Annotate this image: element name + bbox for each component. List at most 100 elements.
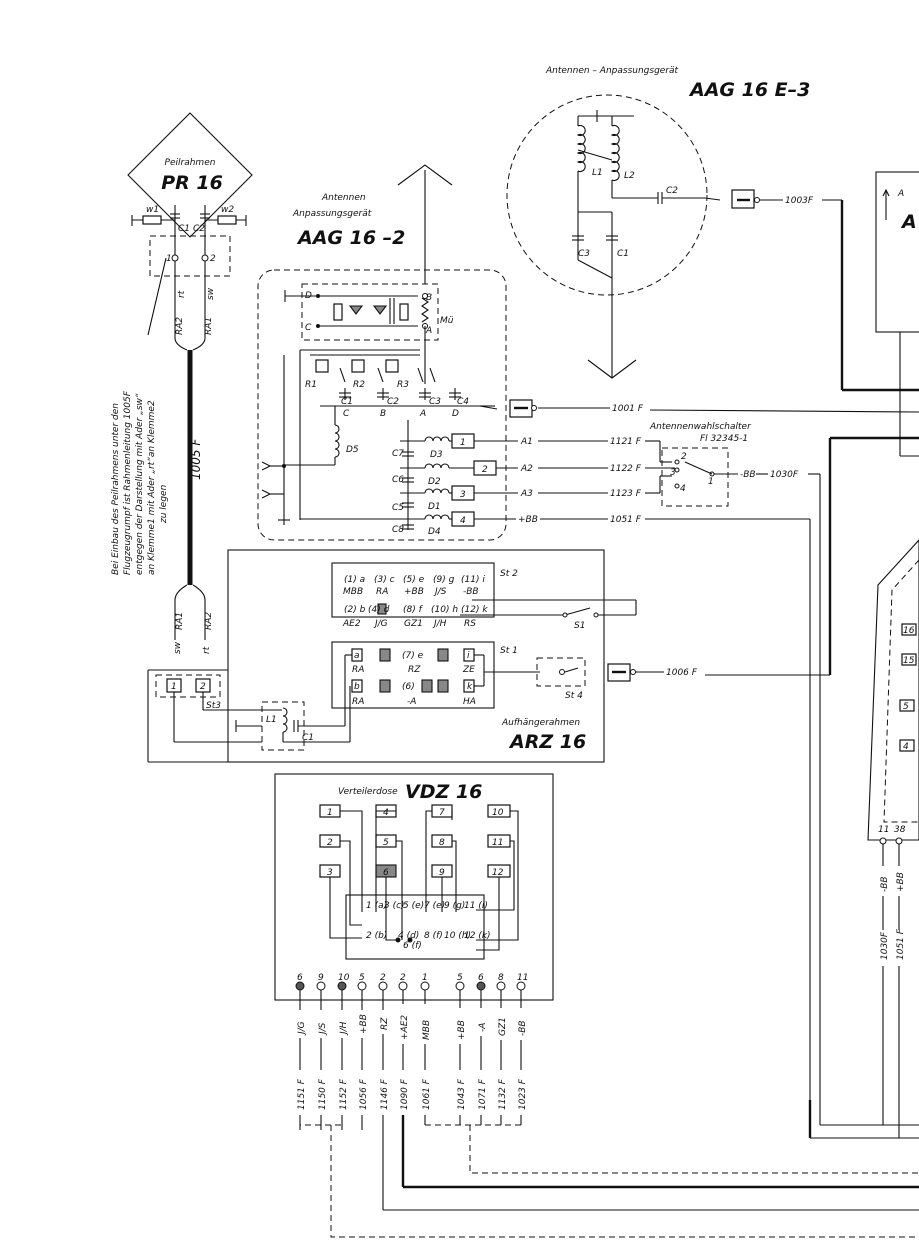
- vdz-pin-12k: 12 (k): [464, 931, 491, 941]
- vdz-out-8: 5 +BB 1043 F: [455, 973, 467, 1125]
- switch-pin-2: 2: [681, 452, 687, 462]
- meter-mg: Mü: [440, 316, 454, 326]
- st2-top-1: (1) a: [344, 575, 365, 585]
- cap-c6: C6: [392, 475, 404, 485]
- antenna-up-arrow: [397, 164, 453, 186]
- right-term-15: 15: [903, 656, 915, 666]
- vdz-out-num-11: 11: [517, 973, 528, 983]
- w2-label: w2: [221, 205, 234, 215]
- cap-c3: C3: [429, 397, 441, 407]
- vdz-out-6: 2 +AE2 1090 F: [398, 973, 410, 1187]
- vdz-out-wire-5: 1146 F: [380, 1078, 390, 1110]
- st2-bot-4: (10) h: [431, 605, 458, 615]
- st2-bot-3: (8) f: [403, 605, 424, 615]
- aag16e-3-c1: C1: [617, 249, 629, 259]
- vdz-out-num-5: 2: [380, 973, 386, 983]
- vdz-out-5: 2 RZ 1146 F: [378, 973, 390, 1210]
- pr16-c2: C2: [193, 224, 205, 234]
- switch-bb: -BB: [740, 470, 756, 480]
- st2-top-row: (1) a (3) c (5) e (9) g (11) i MBB RA +B…: [343, 575, 485, 597]
- note-line-1: Bei Einbau des Peilrahmens unter den: [111, 403, 121, 575]
- choke-d5: D5: [346, 445, 359, 455]
- arz16: St 2 (1) a (3) c (5) e (9) g (11) i MBB …: [147, 436, 919, 763]
- wire-1051f: 1051 F: [610, 515, 642, 525]
- vdz-out-num-1: 6: [297, 973, 303, 983]
- term-1: 1: [460, 438, 466, 448]
- vdz-out-wire-11: 1023 F: [518, 1078, 528, 1110]
- wire-1006f: 1006 F: [666, 668, 698, 678]
- aag16-2-caption-1: Antennen: [321, 193, 366, 203]
- right-pin-11: 11: [878, 825, 889, 835]
- st3-t1: 1: [171, 682, 177, 692]
- node-c: C: [305, 323, 312, 333]
- vdz-out-sig-6: +AE2: [400, 1015, 410, 1040]
- switch-title: Antennenwahlschalter: [649, 422, 752, 432]
- vdz16-socket-pins: 1 (a) 3 (c) 5 (e) 7 (e) 9 (g) 11 (i) 2 (…: [366, 901, 491, 951]
- st1-top-5: i: [467, 651, 470, 661]
- vdz-out-wire-7: 1061 F: [422, 1078, 432, 1110]
- st2-top-5: (11) i: [461, 575, 485, 585]
- vdz-pin-4d: 4 (d): [398, 931, 419, 941]
- aag16-2-title: AAG 16 –2: [296, 227, 405, 249]
- arz-l1: L1: [266, 715, 277, 725]
- st2-top-sub-1: MBB: [343, 587, 363, 597]
- right-unit-a-big: A: [900, 211, 917, 233]
- vdz-out-wire-9: 1071 F: [478, 1078, 488, 1110]
- vdz-out-2: 9 J/S 1150 F: [316, 973, 328, 1130]
- choke-d4: D4: [428, 527, 441, 537]
- vdz-pin-1a: 1 (a): [366, 901, 387, 911]
- aag16-2-meter-box: [301, 283, 439, 341]
- aag16e-3: Antennen – Anpassungsgerät AAG 16 E–3 L1…: [506, 66, 810, 379]
- vdz-term-9: 9: [439, 868, 445, 878]
- switch-pin-3: 3: [670, 468, 676, 478]
- cable-1005f-label: 1005 F: [189, 438, 203, 480]
- vdz-term-6: 6: [383, 868, 389, 878]
- arz-ra1: RA1: [175, 612, 185, 630]
- vdz-pin-3c: 3 (c): [384, 901, 405, 911]
- cap-c1: C1: [341, 397, 353, 407]
- right-unit-a-letter: A: [897, 189, 904, 199]
- vdz-out-num-3: 10: [338, 973, 350, 983]
- vdz-pin-9g: 9 (g): [444, 901, 465, 911]
- node-b: B: [426, 293, 432, 303]
- cap-node-b: B: [380, 409, 386, 419]
- right-wire-1051f: 1051 F: [896, 928, 906, 960]
- vdz-out-num-9: 6: [478, 973, 484, 983]
- vdz-term-8: 8: [439, 838, 445, 848]
- aag16e-3-l1: L1: [592, 168, 603, 178]
- st2-label: St 2: [500, 569, 518, 579]
- vdz16-caption: Verteilerdose: [338, 787, 398, 797]
- wire-1003f: 1003F: [785, 196, 814, 206]
- st2-connector: [331, 562, 495, 618]
- switch-out-1030f: 1030F: [770, 470, 799, 480]
- st2-top-sub-5: -BB: [463, 587, 479, 597]
- vdz-pin-2b: 2 (b): [366, 931, 387, 941]
- vdz-out-sig-4: +BB: [359, 1014, 369, 1034]
- switch-part: Fl 32345-1: [700, 434, 748, 444]
- arz16-title: ARZ 16: [508, 731, 586, 753]
- pr16-t1: 1: [166, 254, 172, 264]
- vdz16: Verteilerdose VDZ 16 1 2 3 4 5 6 7 8 9 1…: [274, 773, 554, 1001]
- coax-1001f: 1001 F: [479, 399, 919, 418]
- vdz-out-1: 6 J/G 1151 F: [295, 973, 307, 1130]
- wire-1121f: 1121 F: [610, 437, 642, 447]
- pr16-rt: rt: [177, 290, 187, 298]
- vdz-out-sig-2: J/S: [318, 1022, 328, 1036]
- vdz-out-sig-5: RZ: [380, 1017, 390, 1030]
- st3-label: St3: [206, 701, 221, 711]
- arz-sw: sw: [173, 641, 183, 654]
- st1-bot-sub-3: -A: [407, 697, 416, 707]
- wire-1001f: 1001 F: [612, 404, 644, 414]
- vdz16-title: VDZ 16: [405, 781, 482, 803]
- st2-bot-sub-4: J/H: [432, 619, 447, 629]
- aag16e-3-circle: [506, 94, 708, 296]
- vdz-pin-11i: 11 (i): [464, 901, 488, 911]
- st2-top-4: (9) g: [433, 575, 455, 585]
- vdz-term-10: 10: [492, 808, 504, 818]
- vdz-out-sig-11: -BB: [518, 1020, 528, 1036]
- choke-d3: D3: [430, 450, 443, 460]
- vdz16-box: [274, 773, 554, 1001]
- switch-box: [661, 447, 729, 507]
- st1-top-3: (7) e: [402, 651, 424, 661]
